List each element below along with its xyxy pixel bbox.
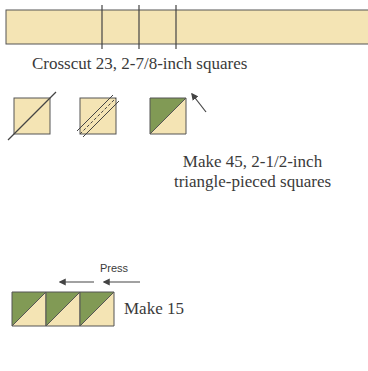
press-note: Press <box>100 262 160 275</box>
cut-line <box>138 5 139 49</box>
fabric-square <box>80 98 116 134</box>
cut-line <box>175 5 176 49</box>
press-arrow <box>104 281 140 282</box>
light-triangle <box>150 98 186 134</box>
step-caption: Crosscut 23, 2-7/8-inch squares <box>32 54 332 74</box>
press-arrow <box>192 94 206 112</box>
pieced-row <box>12 292 114 326</box>
count-note: Make 15 <box>124 299 244 319</box>
dark-triangle <box>150 98 186 134</box>
seam-line <box>80 98 116 134</box>
cut-line <box>83 101 119 137</box>
cut-line <box>101 5 102 49</box>
step-caption: Make 45, 2-1/2-inch triangle-pieced squa… <box>160 152 345 192</box>
fabric-strip <box>6 10 368 44</box>
press-arrow <box>60 281 94 282</box>
diagonal-line <box>8 92 56 140</box>
